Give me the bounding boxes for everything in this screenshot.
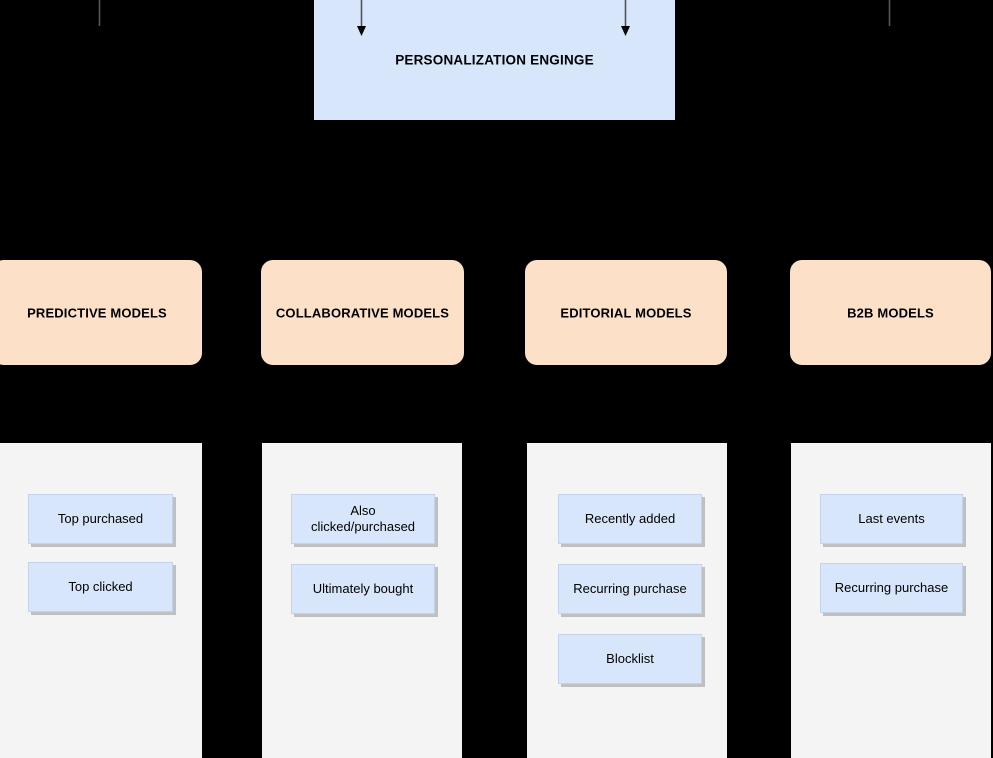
- leaf-node-line: Recurring purchase: [573, 580, 687, 596]
- leaf-node[interactable]: Top purchased: [28, 494, 173, 544]
- leaf-node-line: Last events: [858, 510, 925, 526]
- leaf-node[interactable]: Ultimately bought: [291, 564, 435, 614]
- leaf-node-label: Recurring purchase: [573, 581, 686, 597]
- leaf-node-label: Recurring purchase: [835, 580, 948, 596]
- leaf-node-line: Recently added: [584, 510, 676, 526]
- leaf-node[interactable]: Recurring purchase: [820, 563, 963, 613]
- leaf-node-line: Also: [350, 502, 376, 518]
- category-node-predictive[interactable]: PREDICTIVE MODELS: [0, 260, 202, 365]
- category-node-label: EDITORIAL MODELS: [560, 305, 692, 320]
- leaf-node-line: Recurring purchase: [834, 579, 949, 595]
- leaf-node-line: clicked/purchased: [310, 519, 416, 534]
- leaf-node[interactable]: Recently added: [558, 494, 702, 544]
- root-node-personalization-engine[interactable]: PERSONALIZATION ENGINGE: [314, 0, 675, 120]
- connector-arrow-b2b: [885, 0, 894, 36]
- leaf-node-label: Last events: [858, 511, 925, 527]
- category-node-b2b[interactable]: B2B MODELS: [790, 260, 991, 365]
- leaf-node[interactable]: Top clicked: [28, 562, 173, 612]
- category-node-label: COLLABORATIVE MODELS: [275, 305, 450, 320]
- leaf-node-line: Top purchased: [57, 510, 144, 526]
- leaf-node-line: Blocklist: [606, 650, 654, 666]
- leaf-node[interactable]: Blocklist: [558, 634, 702, 684]
- leaf-node[interactable]: Last events: [820, 494, 963, 544]
- leaf-node-line: Ultimately bought: [312, 580, 414, 596]
- leaf-node-label: Top clicked: [68, 579, 132, 595]
- category-node-label: B2B MODELS: [847, 305, 934, 320]
- leaf-node-line: Top clicked: [68, 578, 133, 594]
- leaf-node-label: Recently added: [585, 511, 675, 527]
- category-node-editorial[interactable]: EDITORIAL MODELS: [525, 260, 727, 365]
- leaf-node-label: Blocklist: [606, 651, 654, 667]
- root-node-label: PERSONALIZATION ENGINGE: [395, 52, 594, 68]
- connector-arrow-predictive: [95, 0, 104, 36]
- leaf-node-label: Top purchased: [58, 511, 143, 527]
- category-node-label: PREDICTIVE MODELS: [27, 305, 167, 320]
- leaf-node[interactable]: Recurring purchase: [558, 564, 702, 614]
- category-node-collaborative[interactable]: COLLABORATIVE MODELS: [261, 260, 464, 365]
- leaf-node-label: Ultimately bought: [313, 581, 413, 597]
